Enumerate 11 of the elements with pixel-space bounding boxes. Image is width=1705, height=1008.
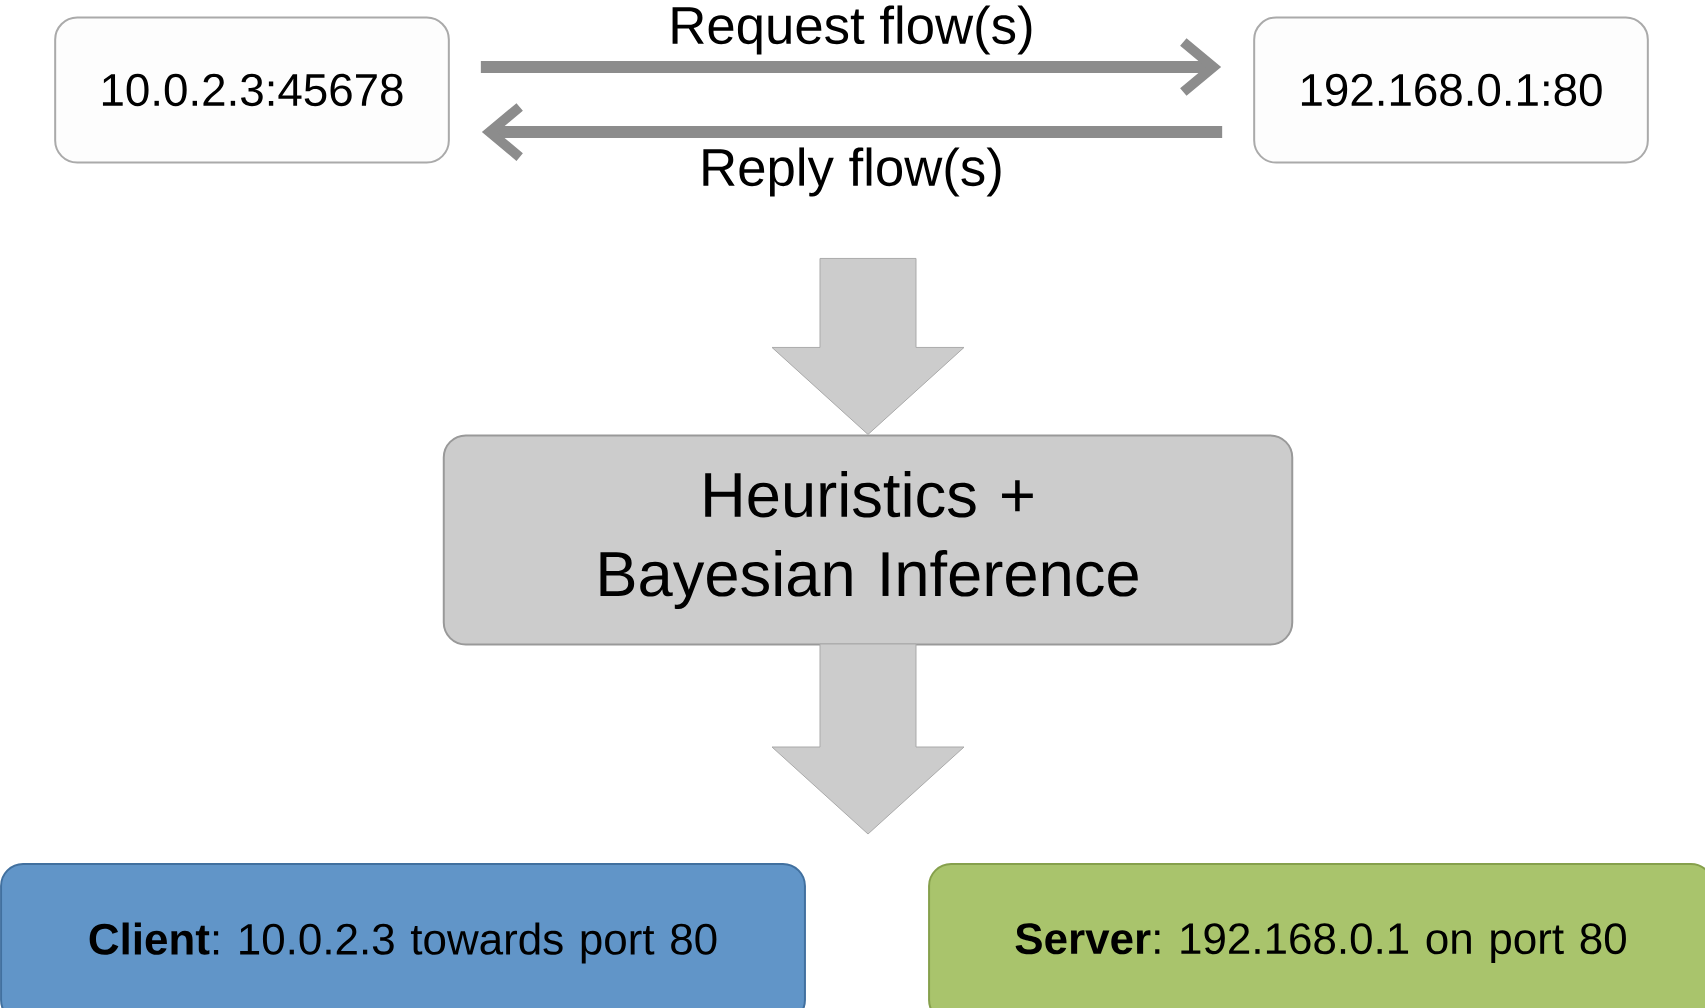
block-arrow [771, 257, 965, 435]
arrow [480, 38, 1222, 96]
endpoint-box: 10.0.2.3:45678 [54, 16, 450, 164]
edge-label: Reply flow(s) [703, 147, 1001, 197]
process-box: Heuristics + Bayesian Inference [442, 434, 1294, 646]
endpoint-box: 192.168.0.1:80 [1253, 16, 1649, 164]
block-arrow [771, 643, 965, 835]
result-box: Server: 192.168.0.1 on port 80 [928, 862, 1705, 1008]
edge-label: Request flow(s) [672, 5, 1032, 55]
result-box: Client: 10.0.2.3 towards port 80 [0, 862, 806, 1008]
arrow [481, 103, 1223, 161]
